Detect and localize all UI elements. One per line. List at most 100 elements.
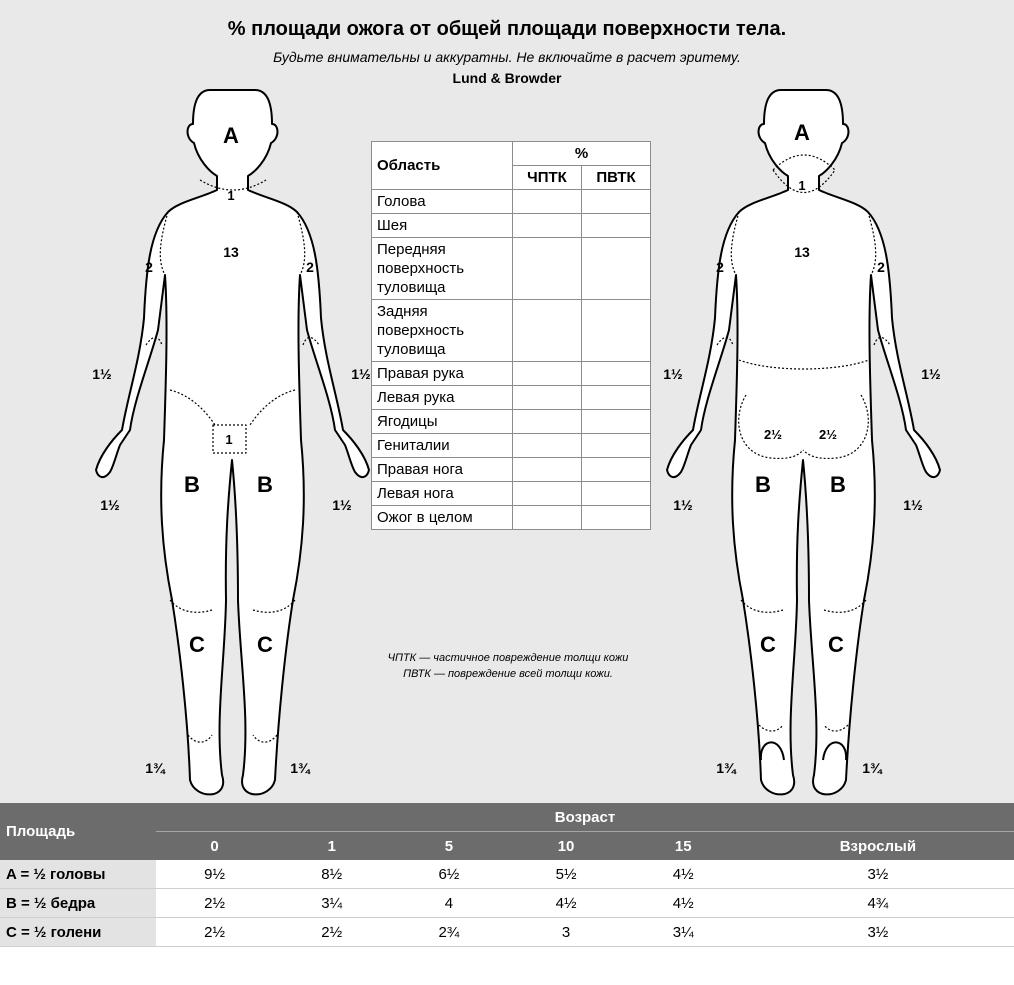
full-cell[interactable] — [582, 458, 651, 482]
front-left-forearm-label: 1½ — [351, 366, 371, 382]
region-name: Голова — [372, 190, 513, 214]
full-cell[interactable] — [582, 386, 651, 410]
front-right-forearm-label: 1½ — [92, 366, 112, 382]
area-row-label: A = ½ головы — [0, 860, 156, 889]
table-row: B = ½ бедра 2½ 3¼ 4 4½ 4½ 4¾ — [0, 889, 1014, 918]
back-right-upper-arm-label: 2 — [877, 259, 885, 275]
age-column-header: 1 — [273, 832, 390, 861]
back-right-foot-label: 1¾ — [862, 760, 883, 776]
back-neck-label: 1 — [798, 178, 805, 193]
table-cell: 4½ — [625, 889, 742, 918]
partial-cell[interactable] — [513, 434, 582, 458]
table-cell: 6½ — [390, 860, 507, 889]
age-group-header: Возраст — [156, 803, 1014, 832]
age-column-header: 15 — [625, 832, 742, 861]
region-name: Гениталии — [372, 434, 513, 458]
table-cell: 3½ — [742, 860, 1014, 889]
full-cell[interactable] — [582, 362, 651, 386]
region-name: Шея — [372, 214, 513, 238]
partial-cell[interactable] — [513, 506, 582, 530]
table-cell: 9½ — [156, 860, 273, 889]
full-cell[interactable] — [582, 214, 651, 238]
region-column-header: Область — [372, 142, 513, 190]
table-cell: 3½ — [742, 918, 1014, 947]
table-row: Голова — [372, 190, 651, 214]
age-column-header: 10 — [507, 832, 624, 861]
table-row: Ожог в целом — [372, 506, 651, 530]
age-column-header: 5 — [390, 832, 507, 861]
table-cell: 2½ — [273, 918, 390, 947]
table-cell: 2½ — [156, 889, 273, 918]
partial-cell[interactable] — [513, 482, 582, 506]
front-trunk-label: 13 — [223, 244, 239, 260]
front-genitals-label: 1 — [225, 432, 232, 447]
region-name: Ягодицы — [372, 410, 513, 434]
front-right-foot-label: 1¾ — [145, 760, 166, 776]
full-cell[interactable] — [582, 482, 651, 506]
front-right-upper-arm-label: 2 — [145, 259, 153, 275]
back-right-hand-label: 1½ — [903, 497, 923, 513]
area-column-header: Площадь — [0, 803, 156, 860]
table-row: Правая нога — [372, 458, 651, 482]
table-cell: 3 — [507, 918, 624, 947]
table-row: Задняя поверхность туловища — [372, 300, 651, 362]
table-cell: 5½ — [507, 860, 624, 889]
partial-cell[interactable] — [513, 238, 582, 300]
table-row: A = ½ головы 9½ 8½ 6½ 5½ 4½ 3½ — [0, 860, 1014, 889]
front-left-upper-arm-label: 2 — [306, 259, 314, 275]
region-name: Ожог в целом — [372, 506, 513, 530]
table-cell: 4¾ — [742, 889, 1014, 918]
burn-area-table: Область % ЧПТК ПВТК Голова Шея Передняя … — [371, 141, 651, 530]
full-thickness-note: ПВТК — повреждение всей толщи кожи. — [340, 668, 676, 680]
partial-cell[interactable] — [513, 410, 582, 434]
age-correction-table: Площадь Возраст 0 1 5 10 15 Взрослый A =… — [0, 803, 1014, 947]
table-cell: 2½ — [156, 918, 273, 947]
back-left-upper-arm-label: 2 — [716, 259, 724, 275]
partial-cell[interactable] — [513, 386, 582, 410]
partial-cell[interactable] — [513, 362, 582, 386]
back-right-buttock-label: 2½ — [819, 427, 837, 442]
back-left-thigh-label: B — [755, 472, 771, 497]
front-left-leg-label: C — [257, 632, 273, 657]
table-row: Ягодицы — [372, 410, 651, 434]
region-name: Задняя поверхность туловища — [372, 300, 513, 362]
table-cell: 4½ — [507, 889, 624, 918]
age-column-header: 0 — [156, 832, 273, 861]
table-row: C = ½ голени 2½ 2½ 2¾ 3 3¼ 3½ — [0, 918, 1014, 947]
back-head-label: A — [794, 120, 810, 145]
full-cell[interactable] — [582, 238, 651, 300]
table-row: Гениталии — [372, 434, 651, 458]
partial-thickness-note: ЧПТК — частичное повреждение толщи кожи — [340, 652, 676, 664]
partial-cell[interactable] — [513, 458, 582, 482]
back-left-leg-label: C — [760, 632, 776, 657]
full-cell[interactable] — [582, 434, 651, 458]
full-cell[interactable] — [582, 506, 651, 530]
partial-cell[interactable] — [513, 214, 582, 238]
front-right-thigh-label: B — [184, 472, 200, 497]
region-name: Левая нога — [372, 482, 513, 506]
full-thickness-header: ПВТК — [582, 166, 651, 190]
front-neck-label: 1 — [227, 188, 234, 203]
partial-cell[interactable] — [513, 190, 582, 214]
area-row-label: B = ½ бедра — [0, 889, 156, 918]
back-left-buttock-label: 2½ — [764, 427, 782, 442]
back-body-figure — [667, 90, 940, 794]
area-row-label: C = ½ голени — [0, 918, 156, 947]
region-name: Правая рука — [372, 362, 513, 386]
region-name: Передняя поверхность туловища — [372, 238, 513, 300]
back-left-foot-label: 1¾ — [716, 760, 737, 776]
table-row: Шея — [372, 214, 651, 238]
table-cell: 3¼ — [625, 918, 742, 947]
table-row: Левая рука — [372, 386, 651, 410]
front-right-leg-label: C — [189, 632, 205, 657]
full-cell[interactable] — [582, 300, 651, 362]
partial-thickness-header: ЧПТК — [513, 166, 582, 190]
region-name: Правая нога — [372, 458, 513, 482]
partial-cell[interactable] — [513, 300, 582, 362]
full-cell[interactable] — [582, 410, 651, 434]
back-right-thigh-label: B — [830, 472, 846, 497]
back-trunk-label: 13 — [794, 244, 810, 260]
table-cell: 2¾ — [390, 918, 507, 947]
full-cell[interactable] — [582, 190, 651, 214]
table-cell: 4½ — [625, 860, 742, 889]
